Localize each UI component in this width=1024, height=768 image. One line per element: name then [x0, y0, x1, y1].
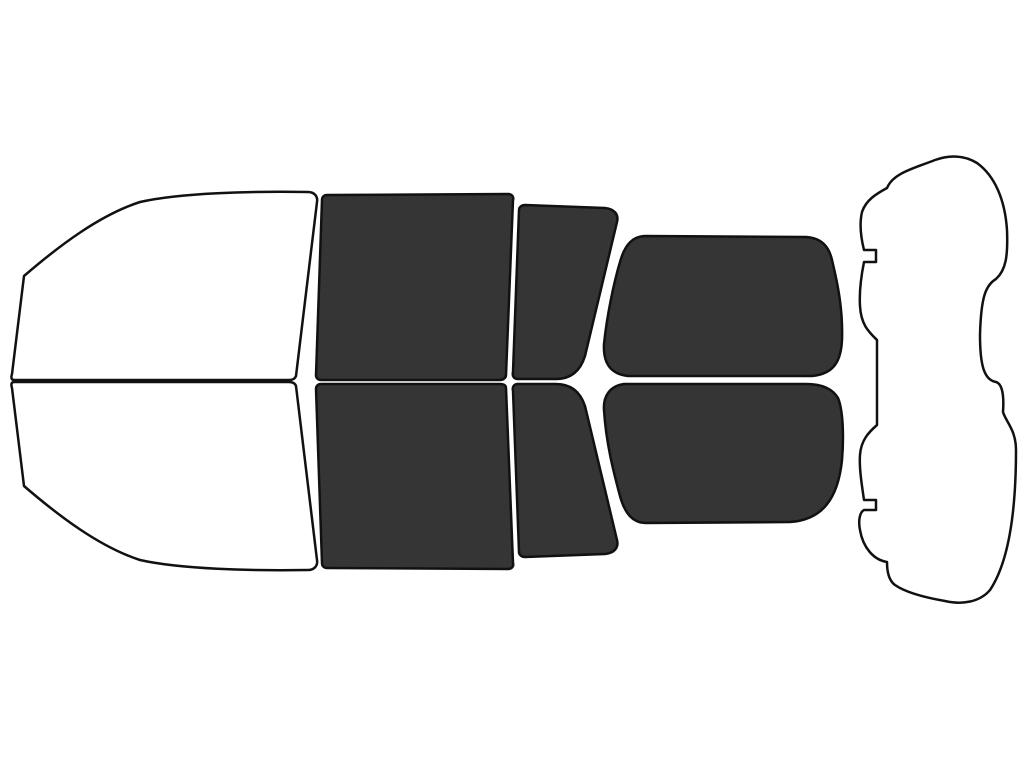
rear-door-right-window — [314, 382, 515, 571]
rear-quarter-left-window — [511, 203, 619, 381]
cargo-left-window — [602, 234, 844, 378]
front-right-window — [10, 380, 319, 572]
front-left-window — [10, 190, 319, 382]
rear-windshield — [857, 155, 1018, 604]
rear-quarter-right-window — [511, 382, 619, 559]
rear-door-left-window — [314, 192, 515, 382]
cargo-right-window — [602, 382, 845, 525]
